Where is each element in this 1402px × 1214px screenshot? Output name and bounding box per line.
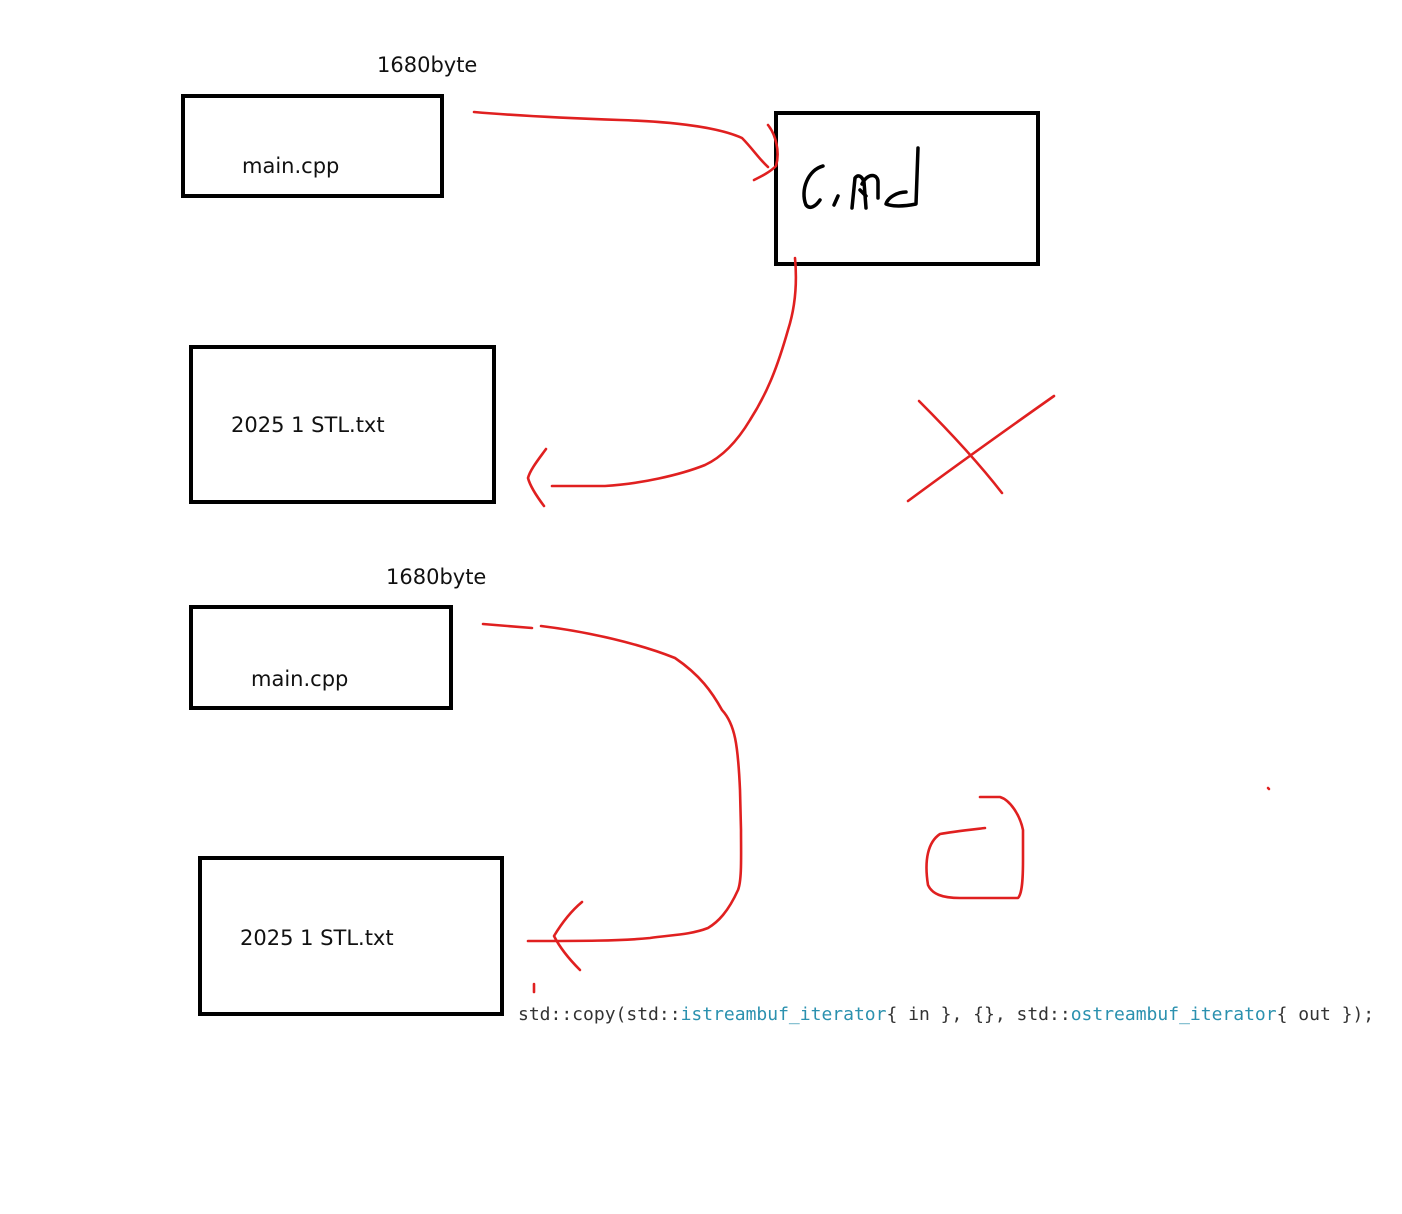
bottom-target-file-label: 2025 1 STL.txt: [240, 926, 394, 950]
arrow-head-intermediate: [752, 123, 779, 182]
code-part-3: { in }, {}, std::: [886, 1004, 1071, 1025]
arrow-source-to-target-bottom: [481, 622, 534, 630]
arrow-intermediate-to-target: [550, 256, 798, 488]
code-part-4: ostreambuf_iterator: [1070, 1004, 1277, 1025]
cross-stroke-1: [917, 399, 1004, 495]
cross-stroke-2: [906, 394, 1056, 503]
top-target-file-box: 2025 1 STL.txt: [189, 345, 496, 504]
handwriting-n2: [860, 173, 880, 200]
code-part-5: { out });: [1276, 1004, 1375, 1025]
code-snippet: std::copy(std::istreambuf_iterator{ in }…: [518, 1004, 1374, 1025]
top-source-file-box: main.cpp: [181, 94, 444, 198]
top-source-file-label: main.cpp: [242, 154, 340, 178]
arrow-source-to-intermediate: [472, 110, 770, 169]
handwriting-i: [832, 194, 840, 207]
bottom-target-file-box: 2025 1 STL.txt: [198, 856, 504, 1016]
handwriting-n3: [858, 188, 868, 198]
arrow-head-top-target: [526, 447, 548, 508]
circle-mark: [925, 795, 1025, 900]
top-target-file-label: 2025 1 STL.txt: [231, 413, 385, 437]
code-part-2: istreambuf_iterator: [680, 1004, 887, 1025]
bottom-size-label: 1680byte: [386, 565, 487, 589]
code-part-1: std::copy(std::: [518, 1004, 681, 1025]
top-intermediate-box: [774, 111, 1040, 266]
bottom-source-file-label: main.cpp: [251, 667, 349, 691]
handwriting-d: [884, 146, 920, 208]
handwriting-c: [802, 164, 825, 209]
arrow-head-bottom-target: [552, 900, 584, 972]
top-size-label: 1680byte: [377, 53, 478, 77]
bottom-source-file-box: main.cpp: [189, 605, 453, 710]
